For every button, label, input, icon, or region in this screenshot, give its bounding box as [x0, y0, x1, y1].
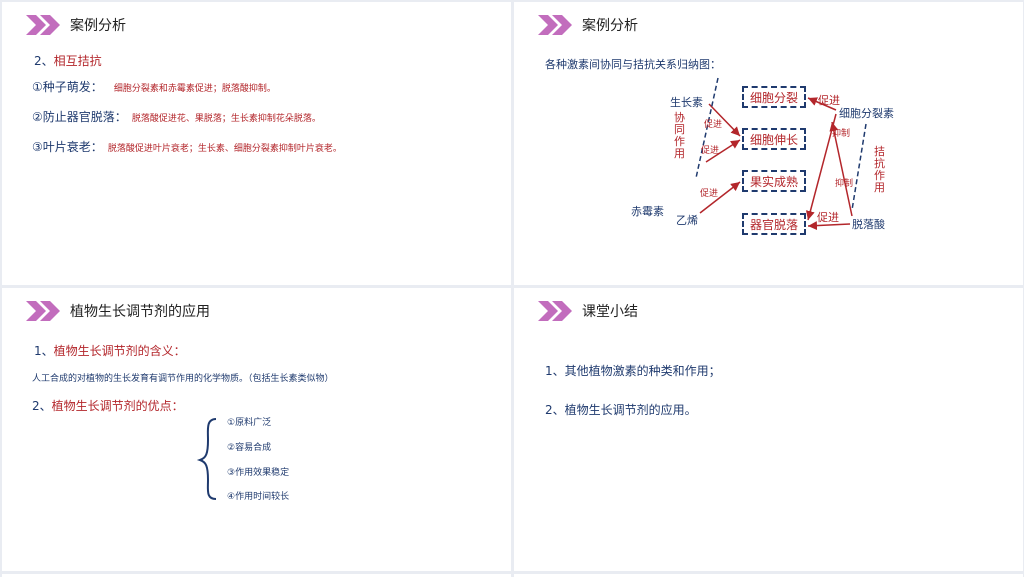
- arrow-gibberellin-elongation: [705, 139, 741, 163]
- label-promote: 促进: [818, 94, 840, 107]
- hormone-relation-arrows: [695, 77, 867, 231]
- list-item: ②防止器官脱落： 脱落酸促进花、果脱落；生长素抑制花朵脱落。: [32, 110, 321, 124]
- label-auxin: 生长素: [670, 96, 703, 109]
- label-ethylene: 乙烯: [676, 214, 698, 227]
- slide-header: 植物生长调节剂的应用: [26, 300, 210, 322]
- slide-header: 案例分析: [26, 14, 126, 36]
- arrow-cytokinin-division: [807, 97, 837, 111]
- slide-header: 课堂小结: [538, 300, 638, 322]
- box-fruit-ripening: 果实成熟: [742, 170, 806, 192]
- slide-title: 课堂小结: [582, 304, 638, 320]
- antagonism-dashed-line: [851, 123, 867, 211]
- slide-class-summary: 课堂小结 1、其他植物激素的种类和作用； 2、植物生长调节剂的应用。: [514, 288, 1023, 571]
- label-cytokinin: 细胞分裂素: [839, 107, 894, 120]
- box-organ-abscission: 器官脱落: [742, 213, 806, 235]
- advantage-item: ②容易合成: [227, 443, 272, 453]
- section-heading: 1、植物生长调节剂的含义：: [34, 344, 186, 358]
- label-promote: 促进: [701, 146, 720, 156]
- curly-brace-icon: [196, 418, 217, 500]
- slide-title: 案例分析: [582, 18, 638, 34]
- summary-point: 1、其他植物激素的种类和作用；: [545, 364, 721, 378]
- chevron-arrows-icon: [26, 301, 60, 321]
- synergy-dashed-line: [695, 77, 719, 179]
- slide-partial: [2, 574, 511, 577]
- slide-case-analysis-2: 案例分析 各种激素间协同与拮抗关系归纳图： 细胞分裂 细胞伸长 果实成熟 器官脱…: [514, 2, 1023, 285]
- label-promote: 促进: [704, 120, 723, 130]
- arrow-aba-abscission: [807, 221, 851, 231]
- arrow-auxin-elongation: [708, 103, 741, 137]
- slide-header: 案例分析: [538, 14, 638, 36]
- summary-point: 2、植物生长调节剂的应用。: [545, 403, 697, 417]
- list-item: ①种子萌发： 细胞分裂素和赤霉素促进；脱落酸抑制。: [32, 80, 276, 94]
- section-heading: 2、植物生长调节剂的优点：: [32, 399, 184, 413]
- slide-title: 案例分析: [70, 18, 126, 34]
- arrow-ethylene-ripening: [699, 181, 741, 214]
- label-synergy: 协同作用: [674, 111, 685, 160]
- section-heading: 2、相互拮抗: [34, 54, 102, 68]
- advantage-item: ①原料广泛: [227, 418, 272, 428]
- label-promote: 促进: [700, 189, 719, 199]
- diagram-intro: 各种激素间协同与拮抗关系归纳图：: [545, 58, 721, 71]
- advantage-item: ③作用效果稳定: [227, 468, 290, 478]
- label-inhibit: 抑制: [832, 129, 851, 139]
- box-cell-elongation: 细胞伸长: [742, 128, 806, 150]
- list-item: ③叶片衰老： 脱落酸促进叶片衰老；生长素、细胞分裂素抑制叶片衰老。: [32, 140, 342, 154]
- label-promote: 促进: [817, 211, 839, 224]
- advantage-item: ④作用时间较长: [227, 492, 290, 502]
- definition-text: 人工合成的对植物的生长发育有调节作用的化学物质。（包括生长素类似物）: [32, 374, 334, 384]
- chevron-arrows-icon: [538, 301, 572, 321]
- slide-title: 植物生长调节剂的应用: [70, 304, 210, 320]
- box-cell-division: 细胞分裂: [742, 86, 806, 108]
- chevron-arrows-icon: [538, 15, 572, 35]
- slide-plant-growth-regulators: 植物生长调节剂的应用 1、植物生长调节剂的含义： 人工合成的对植物的生长发育有调…: [2, 288, 511, 571]
- label-antagonism: 拮抗作用: [874, 145, 885, 194]
- label-gibberellin: 赤霉素: [631, 205, 664, 218]
- arrow-aba-division: [829, 121, 853, 217]
- chevron-arrows-icon: [26, 15, 60, 35]
- slide-partial: [514, 574, 1023, 577]
- label-inhibit: 抑制: [835, 179, 854, 189]
- label-abscisic-acid: 脱落酸: [852, 218, 885, 231]
- slide-case-analysis-1: 案例分析 2、相互拮抗 ①种子萌发： 细胞分裂素和赤霉素促进；脱落酸抑制。 ②防…: [2, 2, 511, 285]
